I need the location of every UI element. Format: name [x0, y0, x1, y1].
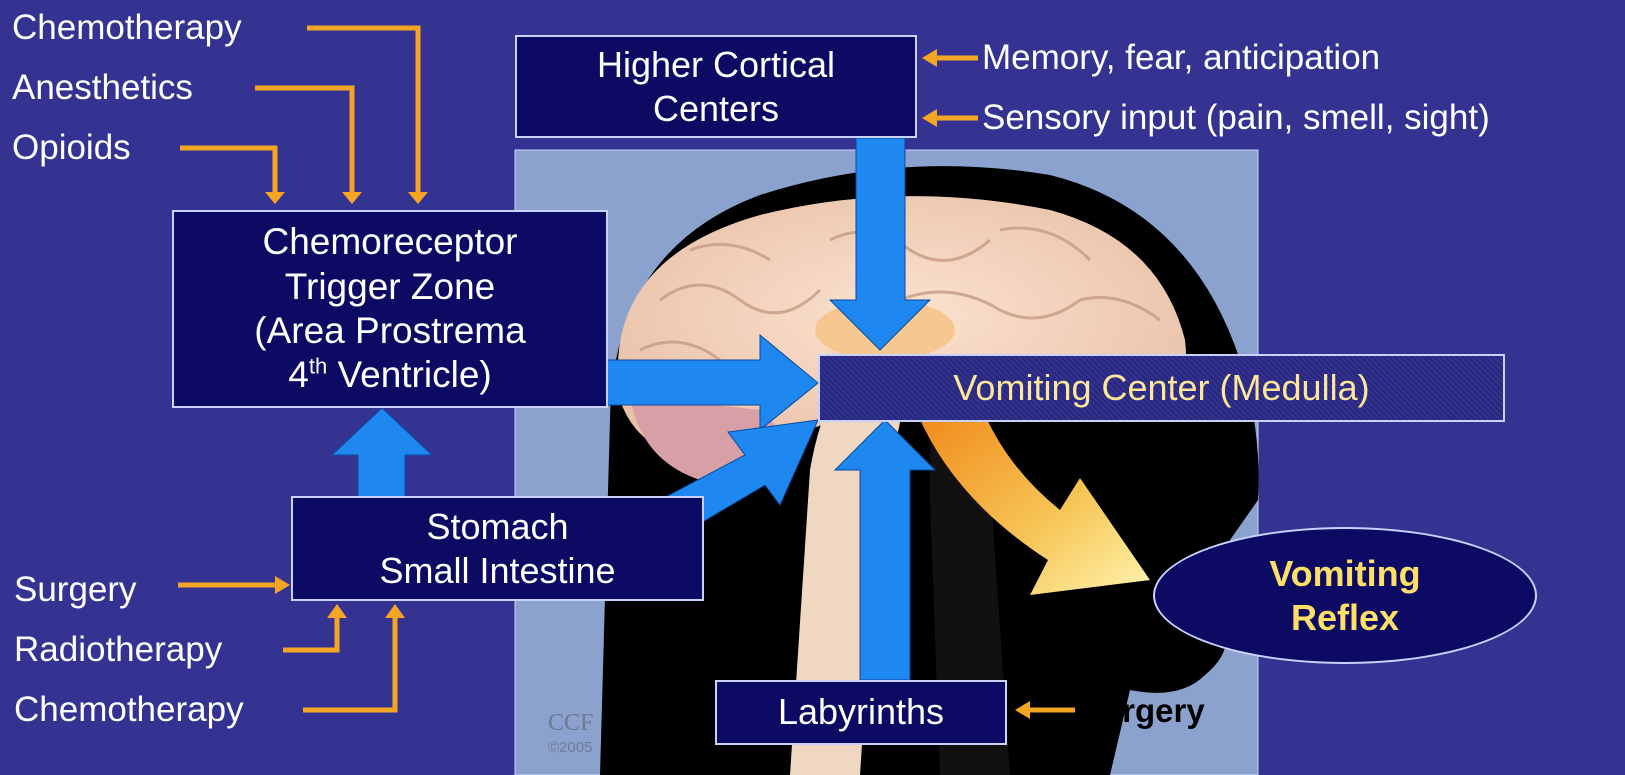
arrow-chemo-stomach [303, 618, 395, 710]
watermark-ccf: CCF [548, 710, 593, 736]
input-radiotherapy: Radiotherapy [14, 632, 222, 667]
stomach-line2: Small Intestine [379, 549, 615, 592]
labyrinths-box: Labyrinths [715, 680, 1007, 745]
watermark-year: ©2005 [548, 739, 592, 756]
arrow-opioids-ctz [180, 148, 275, 192]
input-chemotherapy-stomach: Chemotherapy [14, 692, 244, 727]
arrow-anesthetics-ctz [255, 88, 352, 192]
stomach-line1: Stomach [426, 505, 568, 548]
reflex-line2: Reflex [1291, 596, 1399, 639]
input-surgery-labyrinth: Surgery [1080, 694, 1205, 727]
vomiting-center-label: Vomiting Center (Medulla) [953, 365, 1369, 412]
arrow-radio-stomach [283, 618, 337, 650]
reflex-line1: Vomiting [1269, 552, 1420, 595]
higher-cortical-line1: Higher Cortical [597, 43, 835, 86]
input-chemotherapy-ctz: Chemotherapy [12, 10, 242, 45]
arrow-chemo-ctz [307, 28, 418, 192]
input-surgery-stomach: Surgery [14, 572, 137, 607]
arrow-stomach-to-ctz [332, 408, 432, 500]
higher-cortical-line2: Centers [653, 87, 779, 130]
input-memory: Memory, fear, anticipation [982, 40, 1380, 75]
ctz-line4: 4th Ventricle) [288, 353, 491, 397]
ctz-box: Chemoreceptor Trigger Zone (Area Prostre… [172, 210, 608, 408]
ctz-line2: Trigger Zone [285, 265, 495, 309]
ctz-line3: (Area Prostrema [254, 309, 525, 353]
vomiting-center-box: Vomiting Center (Medulla) [818, 354, 1505, 422]
labyrinths-label: Labyrinths [778, 689, 944, 736]
vomiting-reflex-ellipse: Vomiting Reflex [1153, 527, 1537, 664]
ctz-line1: Chemoreceptor [262, 220, 517, 264]
input-anesthetics: Anesthetics [12, 70, 193, 105]
input-sensory: Sensory input (pain, smell, sight) [982, 100, 1490, 135]
higher-cortical-centers-box: Higher Cortical Centers [515, 35, 917, 138]
stomach-box: Stomach Small Intestine [291, 496, 704, 601]
input-opioids: Opioids [12, 130, 131, 165]
